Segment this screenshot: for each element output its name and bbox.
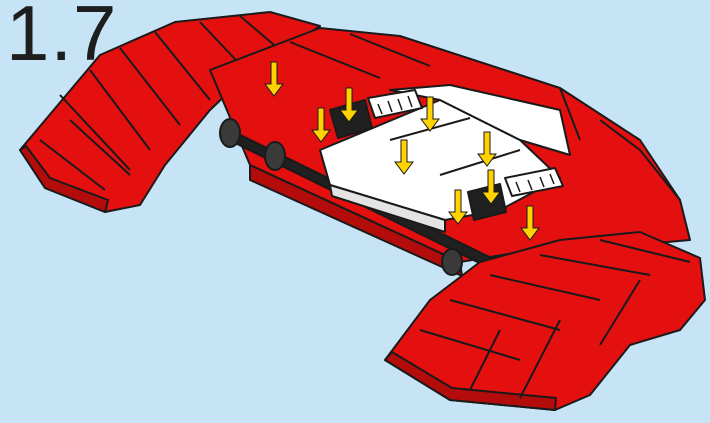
assembly-diagram	[0, 0, 710, 423]
